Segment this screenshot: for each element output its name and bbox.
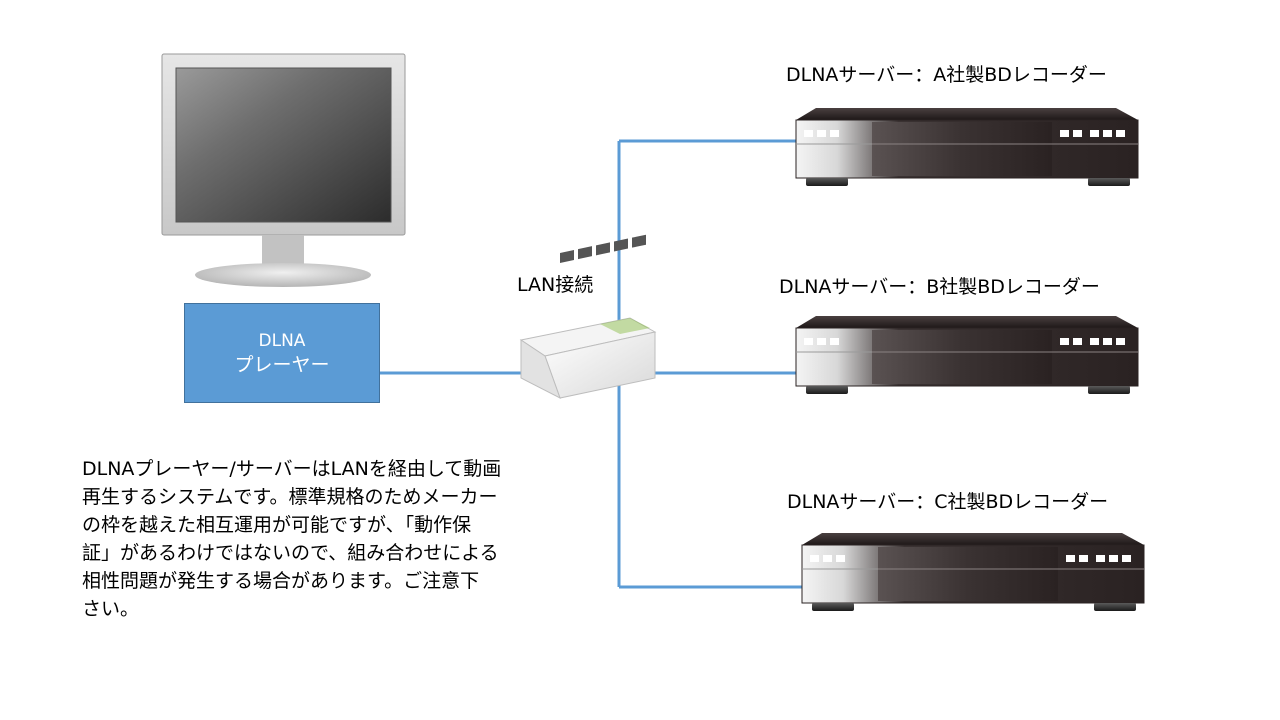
bd-recorder-icon-a bbox=[795, 107, 1139, 187]
server-label-a: DLNAサーバー：A社製BDレコーダー bbox=[786, 64, 1107, 86]
monitor-icon bbox=[161, 53, 406, 287]
dlna-note-text: DLNAプレーヤー/サーバーはLANを経由して動画 再生するシステムです。標準規… bbox=[82, 458, 502, 620]
bd-recorder-icon-b bbox=[795, 315, 1139, 395]
lan-connection-label: LAN接続 bbox=[517, 274, 594, 296]
server-label-b: DLNAサーバー：B社製BDレコーダー bbox=[779, 276, 1100, 298]
dlna-player-box: DLNA プレーヤー bbox=[184, 303, 380, 403]
player-label-line1: DLNA bbox=[258, 331, 306, 351]
server-label-c: DLNAサーバー：C社製BDレコーダー bbox=[787, 491, 1109, 513]
player-label-line2: プレーヤー bbox=[234, 354, 330, 376]
network-switch-icon bbox=[519, 234, 657, 400]
bd-recorder-icon-c bbox=[801, 532, 1145, 612]
